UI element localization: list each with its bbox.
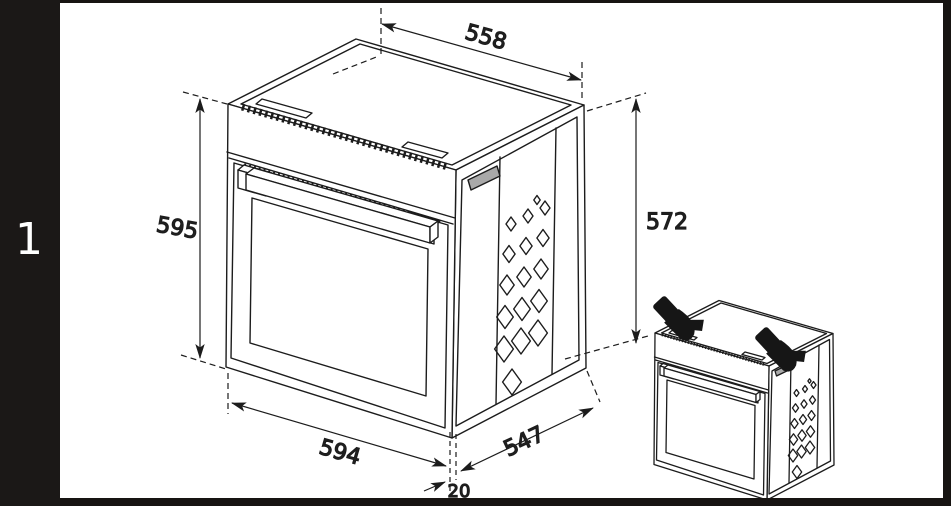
drawing-canvas: 558 572 595 [60, 3, 943, 503]
step-number: 1 [15, 214, 43, 265]
oven-large [226, 39, 586, 438]
dimension-door-offset: 20 [423, 432, 471, 503]
dimension-label-door-offset: 20 [448, 481, 471, 498]
oven-small [650, 286, 836, 502]
dimension-label-top-width: 558 [462, 20, 509, 55]
dimension-label-front-height: 595 [154, 213, 200, 245]
dimension-label-side-depth: 547 [500, 422, 549, 462]
step-sidebar: 1 [0, 0, 60, 506]
dimension-label-carcass-height: 572 [646, 210, 688, 235]
dimension-front-height: 595 [154, 91, 228, 370]
dimension-label-front-width: 594 [316, 435, 363, 471]
dimension-carcass-height: 572 [564, 92, 689, 360]
installation-diagram: 558 572 595 [154, 8, 836, 503]
